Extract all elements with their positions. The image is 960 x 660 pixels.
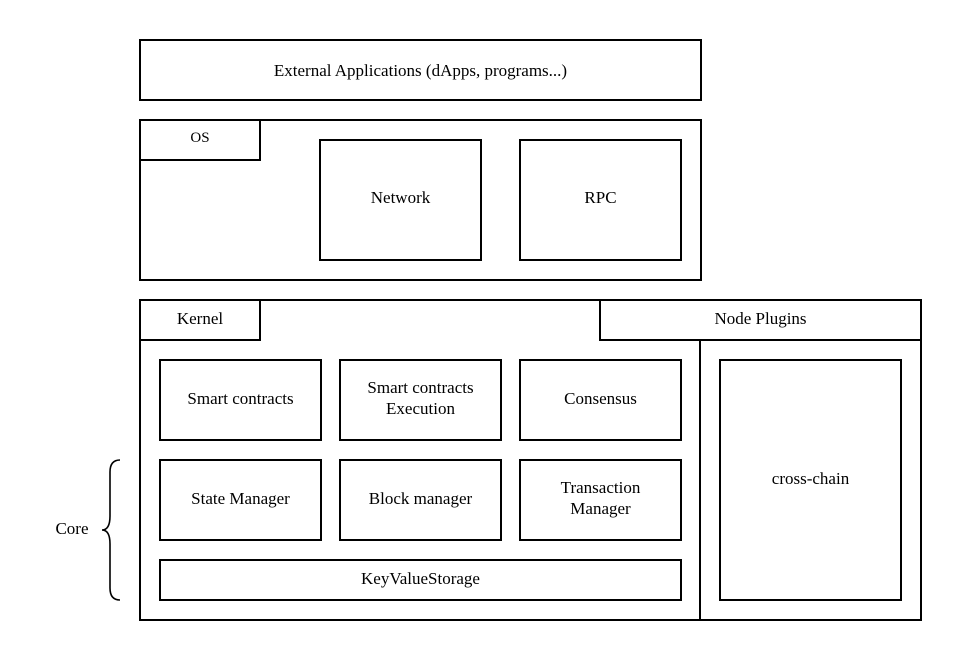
key-value-storage-box: KeyValueStorage — [159, 559, 682, 601]
cross-chain-label: cross-chain — [771, 469, 850, 488]
node-plugins-label-box: Node Plugins — [599, 299, 922, 341]
smart-contracts-execution-label: Smart contracts Execution — [367, 378, 474, 418]
state-manager-box: State Manager — [159, 459, 322, 541]
os-label: OS — [190, 129, 210, 146]
external-applications-label: External Applications (dApps, programs..… — [273, 60, 568, 80]
kernel-header-gap — [261, 301, 599, 341]
state-manager-label: State Manager — [191, 488, 290, 508]
core-label-text: Core — [55, 518, 89, 538]
key-value-storage-label: KeyValueStorage — [361, 568, 480, 588]
core-label: Core — [46, 517, 98, 539]
consensus-label: Consensus — [564, 388, 637, 408]
smart-contracts-execution-box: Smart contracts Execution — [339, 359, 502, 441]
transaction-manager-label: Transaction Manager — [560, 478, 641, 518]
kernel-label-box: Kernel — [139, 299, 261, 341]
node-plugins-label: Node Plugins — [714, 308, 807, 328]
block-manager-label: Block manager — [368, 488, 473, 508]
external-applications-box: External Applications (dApps, programs..… — [139, 39, 702, 101]
transaction-manager-box: Transaction Manager — [519, 459, 682, 541]
rpc-box: RPC — [519, 139, 682, 261]
cross-chain-box: cross-chain — [719, 359, 902, 601]
os-label-box: OS — [139, 119, 261, 161]
kernel-label: Kernel — [176, 308, 224, 328]
smart-contracts-label: Smart contracts — [187, 388, 294, 408]
smart-contracts-box: Smart contracts — [159, 359, 322, 441]
network-box: Network — [319, 139, 482, 261]
network-label: Network — [370, 187, 431, 207]
block-manager-box: Block manager — [339, 459, 502, 541]
core-brace — [101, 459, 121, 601]
consensus-box: Consensus — [519, 359, 682, 441]
kernel-plugins-divider — [699, 339, 701, 621]
rpc-label: RPC — [584, 187, 617, 207]
